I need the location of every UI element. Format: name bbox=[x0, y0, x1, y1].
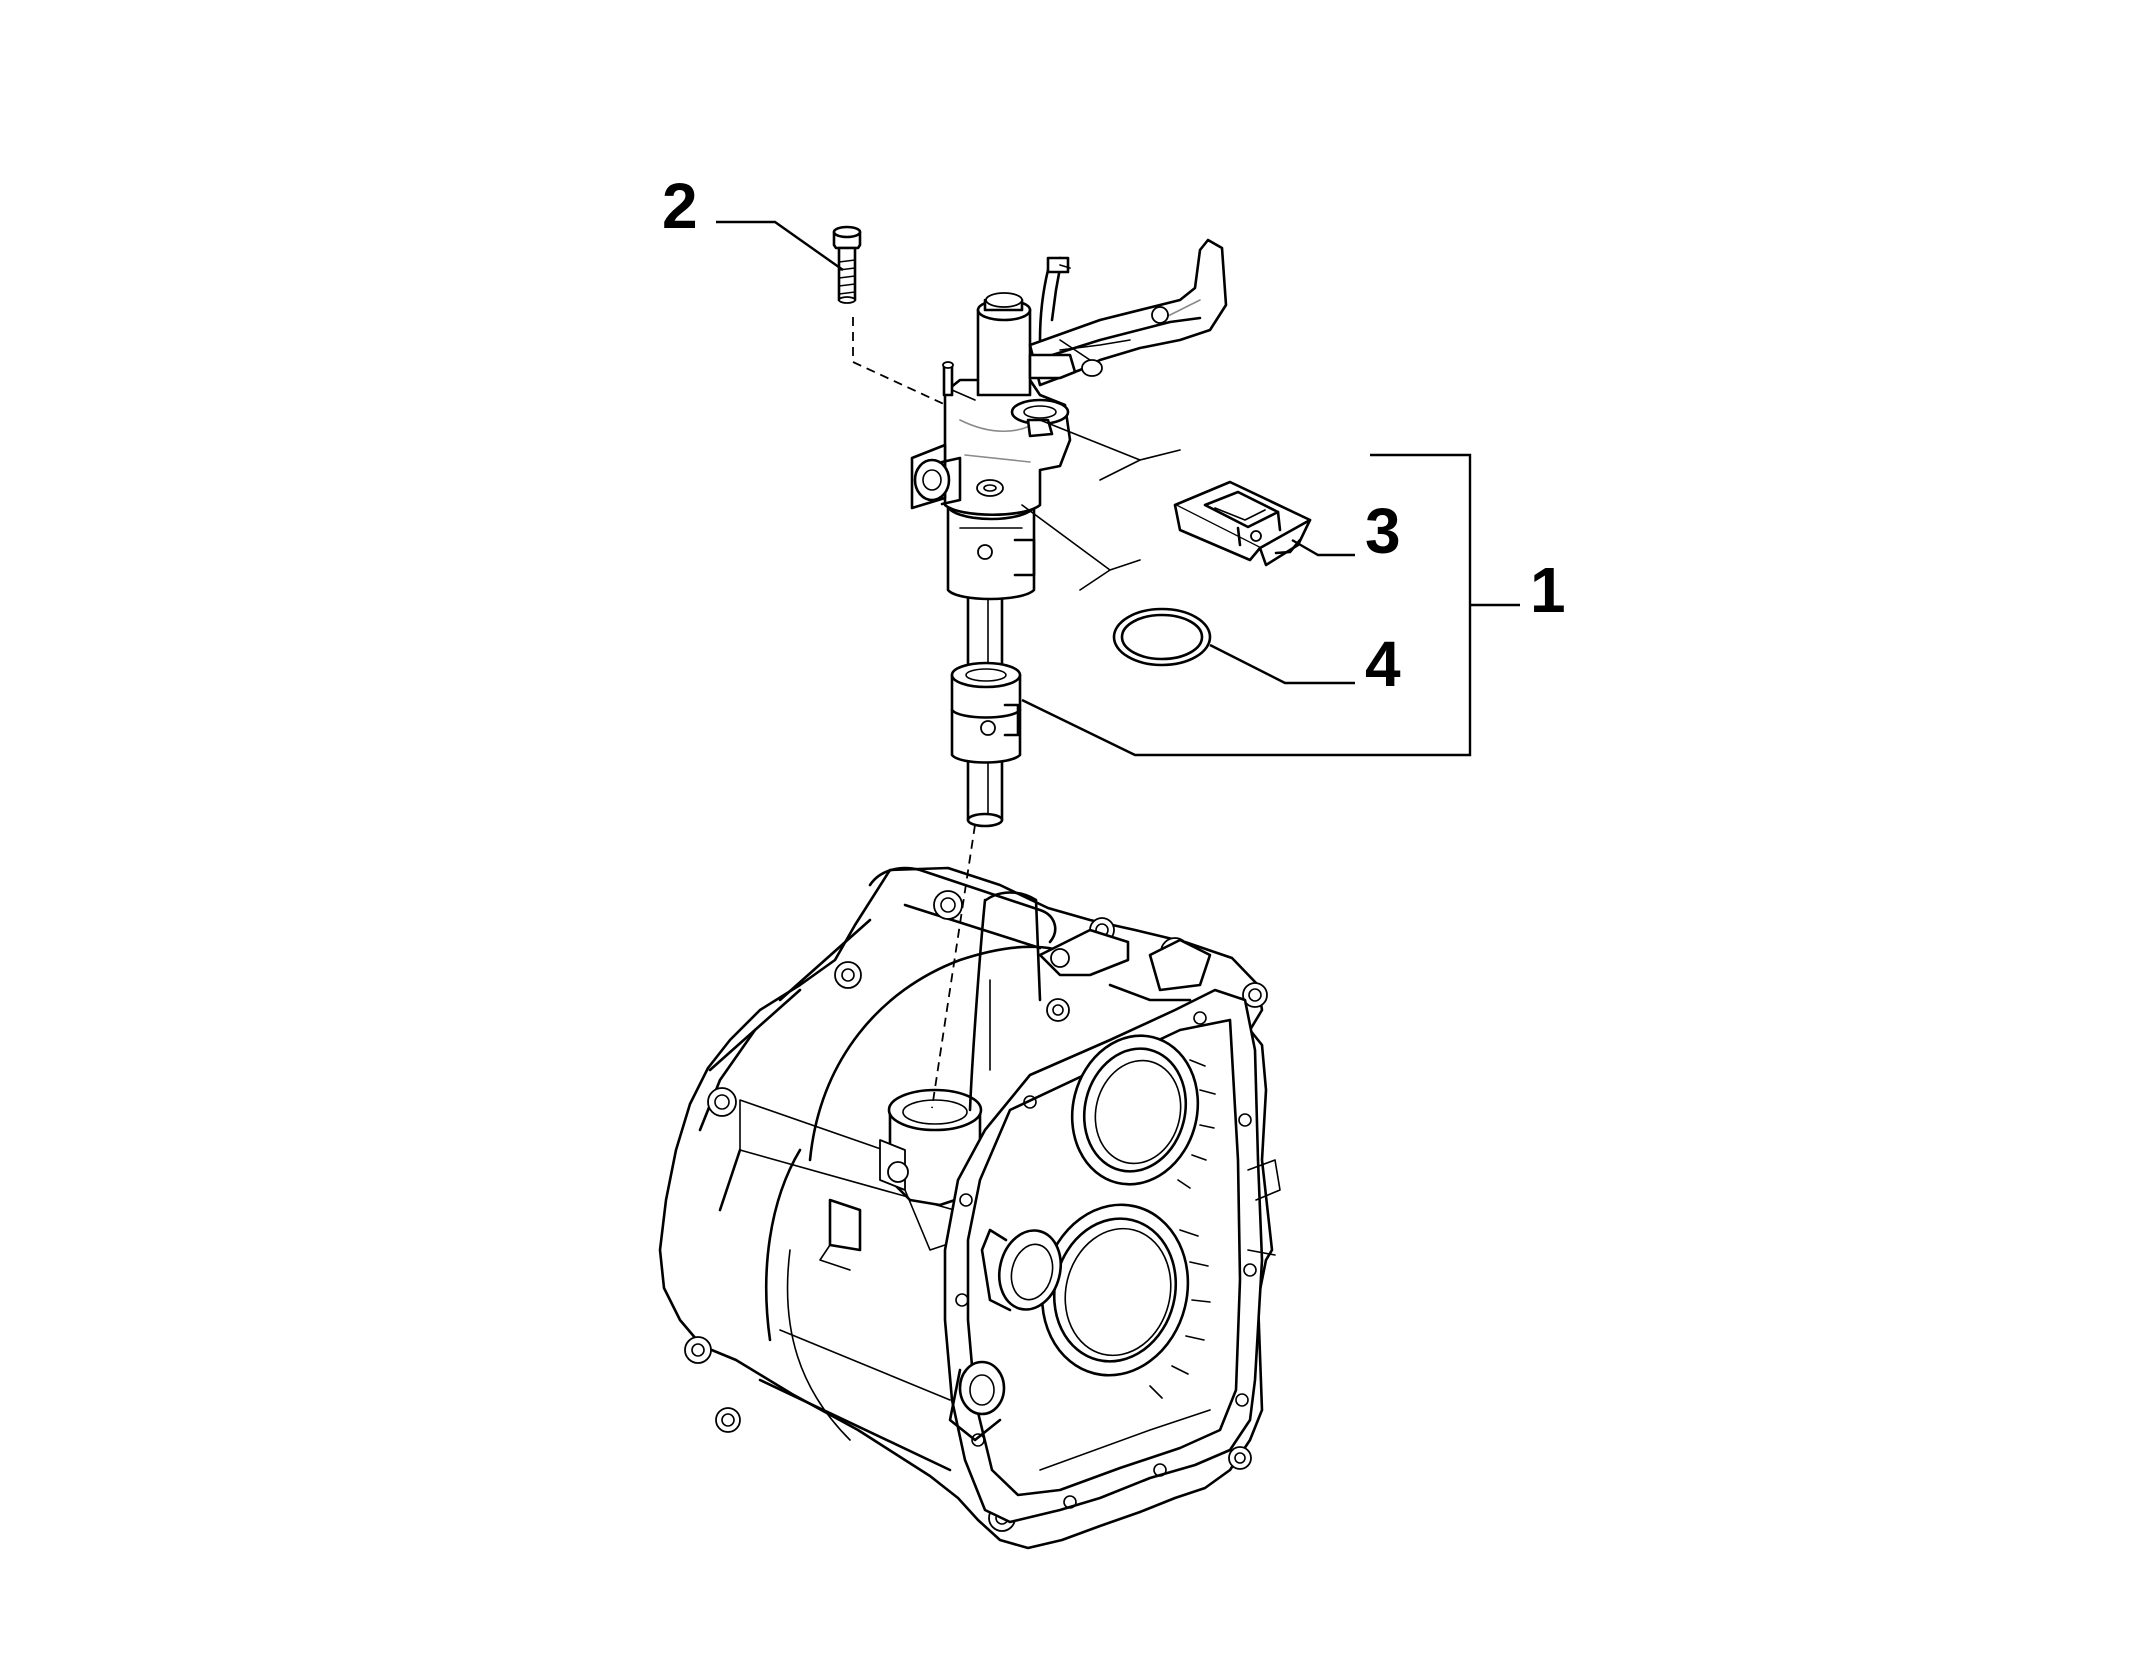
clip-part bbox=[1173, 480, 1312, 567]
o-ring-part bbox=[1112, 607, 1212, 667]
bolt-part bbox=[832, 225, 862, 304]
callout-4: 4 bbox=[1365, 628, 1401, 700]
gearbox-housing bbox=[658, 866, 1281, 1550]
callout-1: 1 bbox=[1530, 554, 1566, 626]
callout-labels: 2 3 1 4 bbox=[662, 170, 1566, 700]
callout-2: 2 bbox=[662, 170, 698, 242]
callout-3: 3 bbox=[1365, 495, 1401, 567]
selector-shaft-assembly bbox=[910, 238, 1228, 828]
leader-lines bbox=[716, 220, 1520, 757]
